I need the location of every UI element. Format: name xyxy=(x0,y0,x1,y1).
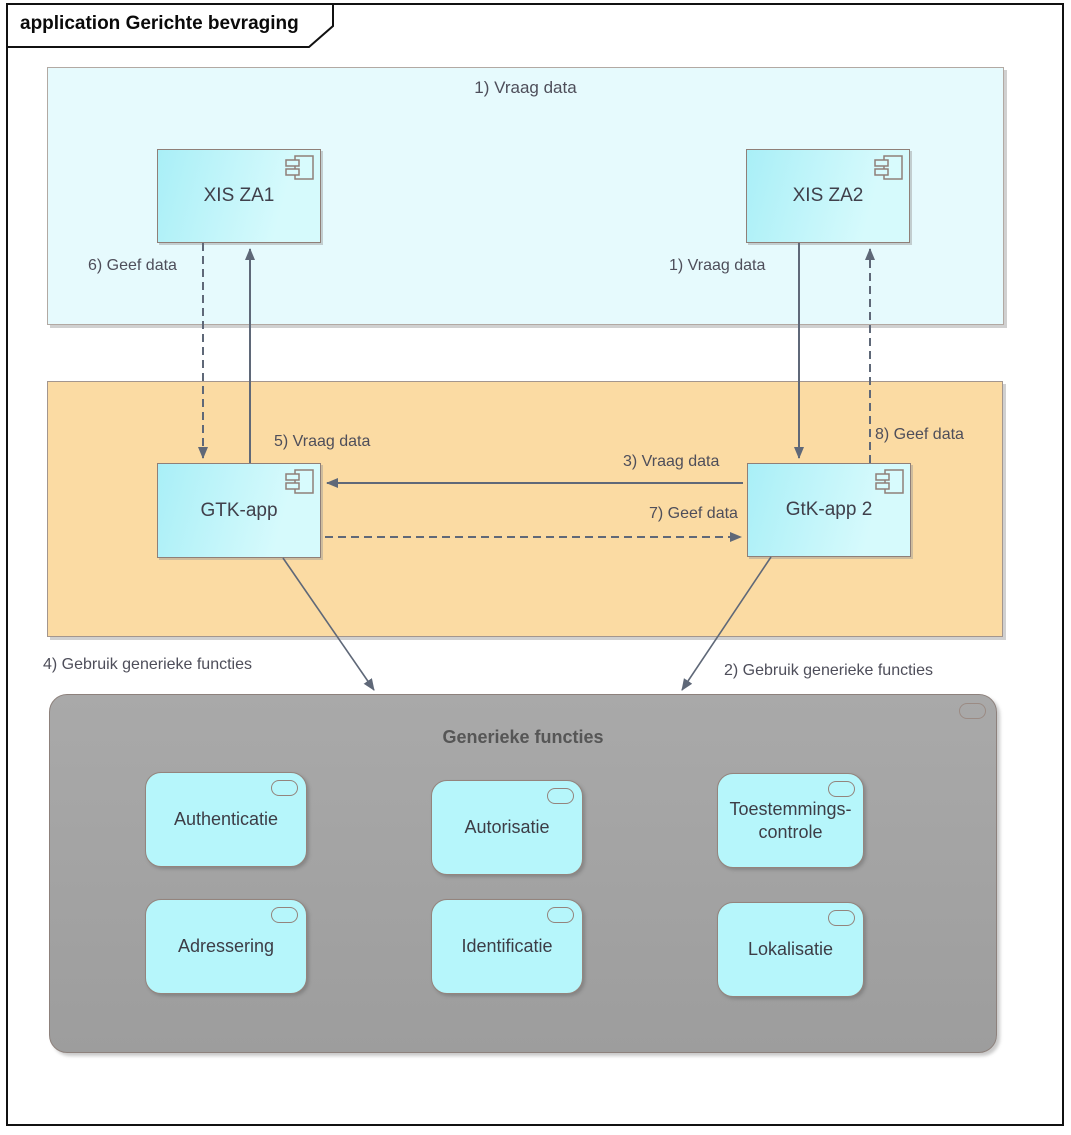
connection-label-5-vraag-data: 5) Vraag data xyxy=(274,433,371,450)
component-xis-za1[interactable]: XIS ZA1 xyxy=(157,149,321,243)
connection-label-1-vraag-data: 1) Vraag data xyxy=(669,257,766,274)
service-label: Adressering xyxy=(177,936,275,957)
component-icon xyxy=(285,469,314,494)
service-label: Lokalisatie xyxy=(747,939,834,960)
service-label: Toestemmings-controle xyxy=(729,799,852,842)
application-service-icon xyxy=(959,703,986,719)
application-service-icon xyxy=(547,788,574,804)
application-service-icon xyxy=(547,907,574,923)
component-label: GtK-app 2 xyxy=(785,499,873,520)
application-service-icon xyxy=(271,907,298,923)
connection-label-6-geef-data: 6) Geef data xyxy=(88,257,177,274)
diagram-title-tab xyxy=(6,3,334,48)
service-label: Identificatie xyxy=(461,936,553,957)
generieke-functies-title: Generieke functies xyxy=(442,727,604,747)
connection-label-4-gebruik-generieke-functies: 4) Gebruik generieke functies xyxy=(43,656,252,673)
connection-label-8-geef-data: 8) Geef data xyxy=(875,426,964,443)
service-identificatie[interactable]: Identificatie xyxy=(431,899,583,994)
component-gtk-app-2[interactable]: GtK-app 2 xyxy=(747,463,911,557)
service-label: Authenticatie xyxy=(173,809,279,830)
component-gtk-app[interactable]: GTK-app xyxy=(157,463,321,558)
application-service-icon xyxy=(828,910,855,926)
service-adressering[interactable]: Adressering xyxy=(145,899,307,994)
component-label: XIS ZA2 xyxy=(792,185,864,206)
application-service-icon xyxy=(271,780,298,796)
region-vraag-data-label: 1) Vraag data xyxy=(474,78,577,97)
service-lokalisatie[interactable]: Lokalisatie xyxy=(717,902,864,997)
connection-label-7-geef-data: 7) Geef data xyxy=(649,505,738,522)
component-icon xyxy=(285,155,314,180)
service-autorisatie[interactable]: Autorisatie xyxy=(431,780,583,875)
diagram-title: application Gerichte bevraging xyxy=(20,13,299,34)
diagram-frame xyxy=(6,3,1064,1126)
component-xis-za2[interactable]: XIS ZA2 xyxy=(746,149,910,243)
service-toestemmingscontrole[interactable]: Toestemmings-controle xyxy=(717,773,864,868)
service-authenticatie[interactable]: Authenticatie xyxy=(145,772,307,867)
component-icon xyxy=(875,469,904,494)
connection-label-3-vraag-data: 3) Vraag data xyxy=(623,453,720,470)
component-icon xyxy=(874,155,903,180)
application-service-icon xyxy=(828,781,855,797)
component-label: GTK-app xyxy=(200,499,278,521)
component-label: XIS ZA1 xyxy=(203,185,275,206)
service-label: Autorisatie xyxy=(464,817,550,838)
connection-label-2-gebruik-generieke-functies: 2) Gebruik generieke functies xyxy=(724,662,933,679)
